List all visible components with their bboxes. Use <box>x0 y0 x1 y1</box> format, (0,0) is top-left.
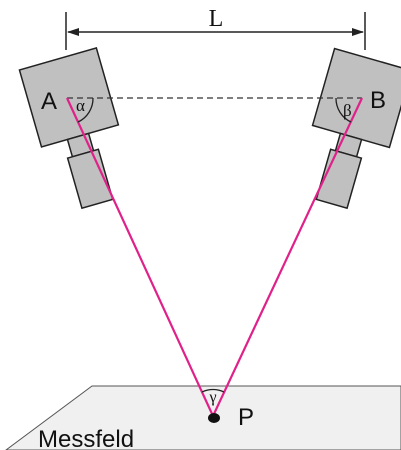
camera-a-label: A <box>41 88 57 115</box>
dimension-arrow-right <box>352 28 364 36</box>
target-point <box>208 413 220 423</box>
camera-b-lens <box>315 148 363 210</box>
angle-alpha-symbol: α <box>76 96 85 115</box>
ray-b-to-p <box>212 97 363 417</box>
camera-b-label: B <box>370 87 386 114</box>
target-point-label: P <box>238 404 254 431</box>
dimension-line <box>65 12 366 50</box>
ray-a-to-p <box>66 97 214 417</box>
angle-beta-symbol: β <box>343 101 352 120</box>
camera-b-body <box>311 47 401 149</box>
dimension-arrow-left <box>67 28 79 36</box>
angle-alpha-arc <box>77 97 94 123</box>
measurement-field-plane <box>5 385 401 450</box>
angle-beta-arc <box>335 97 352 123</box>
dimension-label: L <box>209 6 224 32</box>
measurement-field-label: Messfeld <box>38 426 134 450</box>
camera-a-lens <box>66 148 114 210</box>
camera-a <box>18 47 120 210</box>
angle-gamma-arc <box>201 388 225 393</box>
angle-gamma-symbol: γ <box>208 389 216 406</box>
